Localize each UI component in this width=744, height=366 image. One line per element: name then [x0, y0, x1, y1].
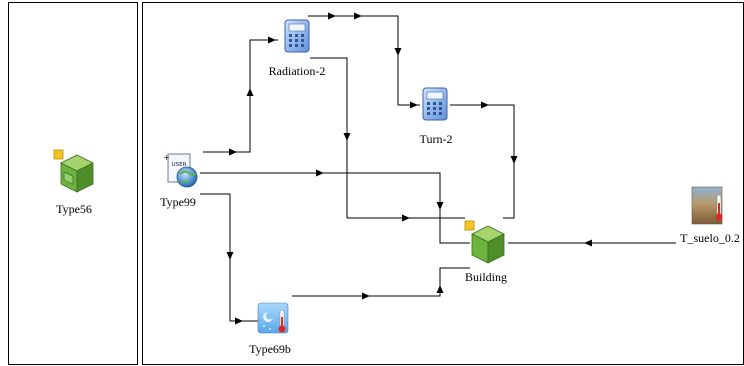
- arrowhead: [268, 36, 276, 44]
- green-box-icon: [53, 149, 94, 193]
- arrowhead: [362, 292, 370, 300]
- link-radiation-turn[interactable]: [308, 15, 420, 106]
- user-globe-icon: USER +: [163, 153, 198, 188]
- arrowhead: [226, 252, 234, 260]
- soil-thermometer-icon: [691, 186, 723, 225]
- arrowhead: [229, 148, 237, 156]
- sky-thermometer-icon: [257, 302, 289, 334]
- component-label: T_suelo_0.2: [680, 231, 740, 245]
- arrowhead: [394, 48, 402, 56]
- arrowhead: [354, 12, 362, 20]
- arrowhead: [246, 88, 254, 96]
- component-turn-2[interactable]: Turn-2: [420, 87, 453, 146]
- svg-text:+: +: [163, 153, 170, 162]
- arrowhead: [481, 101, 489, 109]
- arrowhead: [316, 169, 324, 177]
- component-label: Radiation-2: [269, 64, 326, 78]
- arrowhead: [402, 214, 410, 222]
- component-type69b[interactable]: Type69b: [249, 302, 291, 356]
- component-radiation-2[interactable]: Radiation-2: [269, 19, 326, 78]
- component-building[interactable]: Building: [464, 220, 507, 284]
- arrowhead: [584, 239, 592, 247]
- calculator-icon: [284, 19, 310, 53]
- component-label: Type69b: [249, 342, 291, 356]
- arrowhead: [410, 101, 418, 109]
- arrowhead: [436, 285, 444, 293]
- component-t-suelo[interactable]: T_suelo_0.2: [680, 186, 740, 245]
- arrowhead: [510, 156, 518, 164]
- arrowhead: [343, 133, 351, 141]
- green-box-icon: [464, 220, 505, 264]
- component-label: Turn-2: [420, 132, 453, 146]
- svg-text:USER: USER: [172, 162, 187, 168]
- arrowhead: [436, 202, 444, 210]
- component-label: Building: [465, 270, 507, 284]
- arrowhead: [235, 317, 243, 325]
- component-type56[interactable]: Type56: [53, 149, 94, 216]
- component-type99[interactable]: USER + Type99: [160, 153, 198, 209]
- diagram-panel: [142, 2, 744, 365]
- component-label: Type99: [160, 195, 196, 209]
- component-label: Type56: [56, 202, 92, 216]
- arrowheads: [226, 12, 592, 325]
- calculator-icon: [422, 87, 448, 121]
- arrowhead: [328, 12, 336, 20]
